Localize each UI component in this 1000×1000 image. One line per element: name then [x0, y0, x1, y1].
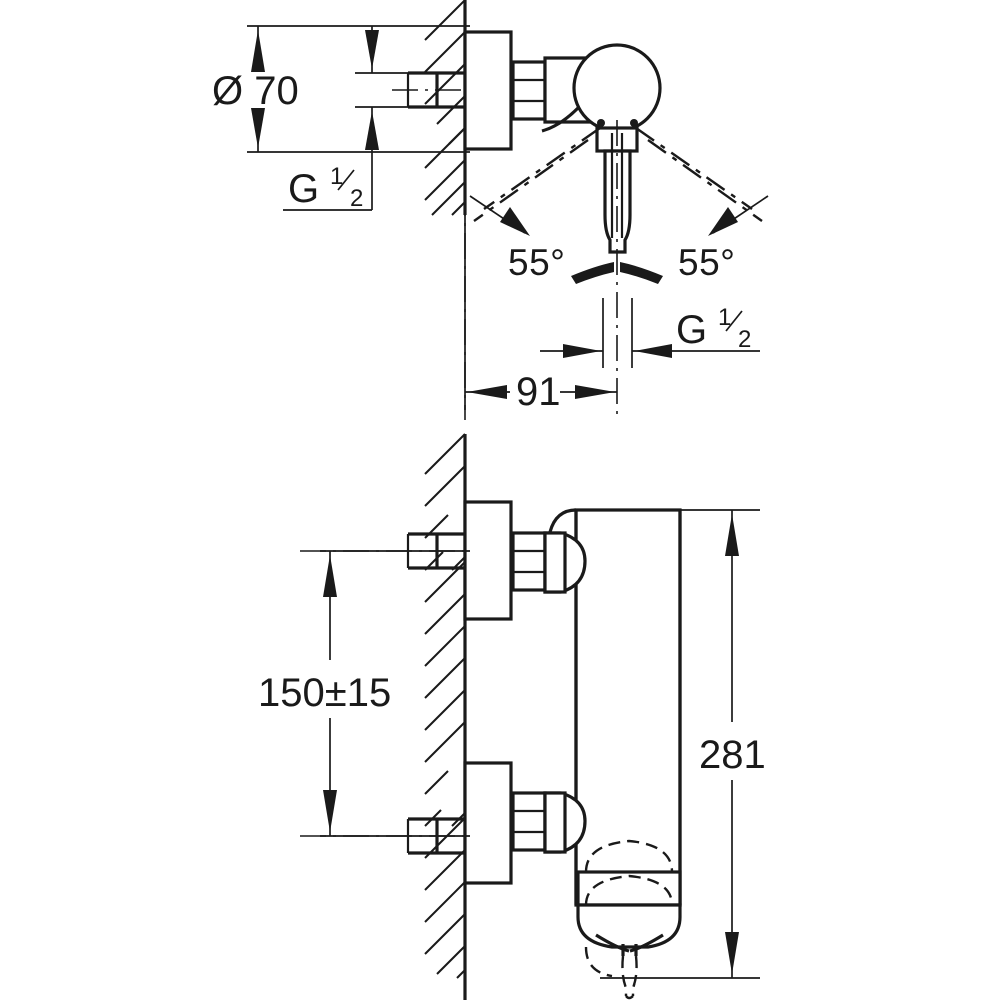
union-nut-lower-front: [511, 791, 547, 852]
angle-right-label: 55°: [678, 242, 735, 283]
dim-91-label: 91: [516, 370, 561, 414]
dim-pipe-width: [355, 26, 410, 152]
dim281-arrow-up: [725, 514, 739, 556]
thread-label-inlet: G 1 2: [283, 152, 373, 212]
pipe-arrow-down: [365, 30, 379, 69]
lever-front-upper-right: [629, 933, 664, 953]
angle-left-label: 55°: [508, 242, 565, 283]
dim281-arrow-down: [725, 932, 739, 974]
lever-tip-front: [625, 995, 634, 1000]
dim150-arrow-up: [323, 555, 337, 597]
lever-phantom-left: [473, 127, 601, 222]
dim150-arrow-down: [323, 790, 337, 832]
pivot-dot-left: [597, 119, 605, 127]
mixer-body-outline: [574, 508, 682, 907]
thread-g-label-outlet: G: [676, 308, 707, 352]
inlet-pipe-top: [392, 71, 470, 109]
frac-slash-inlet: [337, 169, 355, 191]
diameter-70-label: Ø 70: [212, 69, 299, 113]
d70-arrow-down: [251, 108, 265, 148]
dim91-arrow-left: [467, 385, 507, 399]
lever-front-upper-left: [595, 933, 630, 953]
lever-phantom-right: [635, 127, 763, 222]
outlet-hidden-top: [584, 839, 674, 873]
front-view-group: 150±15 281: [258, 433, 766, 1000]
thread-label-outlet: G 1 2: [540, 298, 760, 368]
escutcheon-plate-top: [463, 30, 513, 151]
outlet-hidden-mid: [584, 874, 674, 906]
escutcheon-upper-front: [463, 500, 513, 621]
thread-g-label-inlet: G: [288, 167, 319, 211]
arm-tangent-left: [541, 106, 580, 133]
wall-hatching-front: [424, 433, 466, 979]
lever-shaft-front-left: [621, 955, 628, 996]
union-nut-top: [511, 60, 547, 121]
outlet-arrow-right: [634, 344, 672, 358]
dim91-arrow-right: [575, 385, 615, 399]
lever-handle-front: [595, 933, 664, 1000]
outlet-ring: [576, 870, 682, 907]
angle-arrow-left: [500, 207, 530, 236]
nut-upper-outline: [511, 531, 547, 592]
lever-shaft-front-right: [631, 955, 638, 996]
outlet-hidden-left: [584, 946, 613, 978]
union-nut-upper-front: [511, 531, 547, 592]
outlet-arrow-left: [563, 344, 601, 358]
thread-frac-den-inlet: 2: [350, 185, 363, 212]
pivot-dot-right: [630, 119, 638, 127]
dim-projection-91: 91: [464, 215, 617, 414]
angle-arrow-right: [708, 207, 738, 236]
wall-section-front: [424, 433, 467, 1000]
outlet-cap: [576, 903, 682, 949]
dim-centers-150: 150±15: [258, 550, 470, 837]
dim-150-label: 150±15: [258, 671, 391, 715]
outlet-connector-front: [576, 839, 682, 978]
thread-frac-num-inlet: 1: [330, 163, 343, 190]
body-top-chamfer: [548, 508, 577, 533]
thread-frac-num-outlet: 1: [718, 304, 731, 331]
dim-281-label: 281: [699, 733, 766, 777]
upper-connector-front: [543, 531, 587, 594]
mixer-body-front: [548, 508, 682, 907]
escutcheon-lower-front: [463, 761, 513, 885]
angle-dim-right: [708, 195, 769, 236]
arc-arrow-left: [571, 262, 614, 284]
escutcheon-body-top: [463, 30, 513, 151]
dim-diameter-70: Ø 70: [212, 25, 470, 153]
lever-neutral-top: [595, 120, 639, 420]
thread-frac-den-outlet: 2: [738, 326, 751, 353]
dim-height-281: 281: [600, 509, 766, 979]
nut-lower-outline: [511, 791, 547, 852]
lower-connector-collar: [543, 791, 567, 854]
lower-connector-front: [543, 791, 587, 854]
nut-outline-top: [511, 60, 547, 121]
arc-arrow-right: [620, 262, 663, 284]
top-view-group: 55° 55° Ø 70 G 1 2: [212, 0, 769, 420]
swing-arc-arrows: [571, 262, 663, 284]
control-knob-top: [541, 43, 662, 133]
pipe-arrow-up: [365, 111, 379, 150]
upper-connector-collar: [543, 531, 567, 594]
knob-circle-top: [572, 43, 662, 133]
d70-arrow-up: [251, 30, 265, 72]
frac-slash-outlet: [725, 310, 743, 332]
wall-hatching-top: [424, 0, 466, 216]
